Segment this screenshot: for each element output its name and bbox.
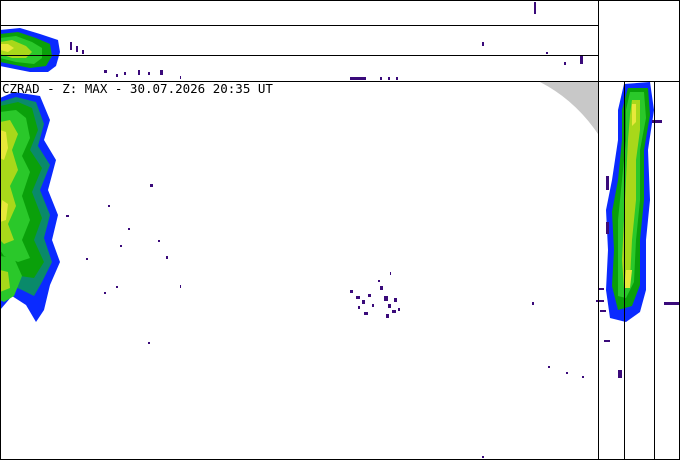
clutter-right-strip <box>596 120 680 378</box>
clutter-main <box>66 184 584 458</box>
echo-right-strip <box>606 82 654 322</box>
product-title: CZRAD - Z: MAX - 30.07.2026 20:35 UT <box>2 81 273 96</box>
clutter-top-strip <box>70 2 583 80</box>
echo-west-top-strip <box>0 28 60 72</box>
echo-west-main <box>0 92 60 322</box>
out-of-range-mask <box>540 82 598 134</box>
